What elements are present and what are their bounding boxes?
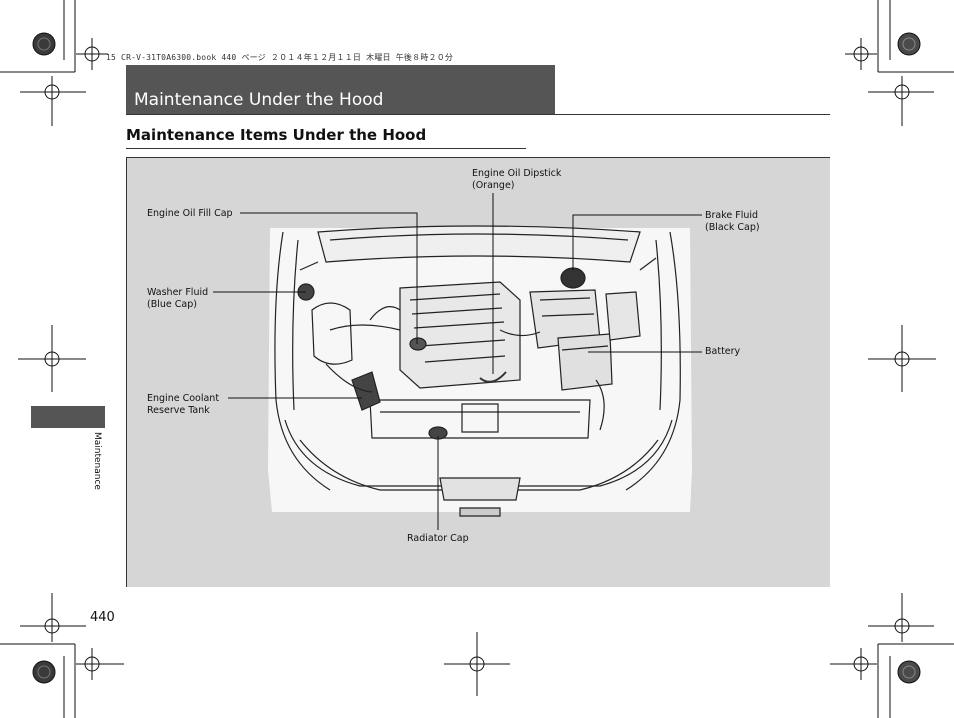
page-title: Maintenance Under the Hood [134,90,384,110]
callout-radiator-cap: Radiator Cap [407,533,469,544]
callout-line: Engine Oil Dipstick [472,168,562,179]
color-registration-circle-icon [32,32,56,56]
color-registration-circle-icon [897,660,921,684]
callout-line: (Black Cap) [705,222,760,233]
crop-registration-mark-icon [18,325,86,392]
side-tab [31,406,105,428]
callout-engine-coolant-reserve-tank: Engine Coolant Reserve Tank [147,393,219,417]
crop-registration-mark-icon [868,325,936,392]
print-header: 15 CR-V-31T0A6300.book 440 ページ ２０１４年１２月１… [106,53,454,62]
crop-registration-mark-icon [0,0,108,126]
callout-line: (Orange) [472,180,515,191]
color-registration-circle-icon [32,660,56,684]
callout-engine-oil-dipstick: Engine Oil Dipstick (Orange) [472,168,561,192]
section-rule [126,148,526,149]
leader-engine-oil-fill-cap [240,212,418,344]
page-number: 440 [90,610,115,625]
title-band [126,65,555,115]
crop-registration-mark-icon [444,632,510,696]
crop-registration-mark-icon [0,593,124,718]
callout-line: (Blue Cap) [147,299,197,310]
callout-washer-fluid: Washer Fluid (Blue Cap) [147,287,208,311]
callout-engine-oil-fill-cap: Engine Oil Fill Cap [147,208,233,219]
callout-brake-fluid: Brake Fluid (Black Cap) [705,210,760,234]
callout-line: Reserve Tank [147,405,210,416]
crop-registration-mark-icon [845,0,954,126]
callout-line: Washer Fluid [147,287,209,298]
side-tab-label: Maintenance [92,432,102,490]
callout-line: Engine Coolant [147,393,220,404]
crop-registration-mark-icon [830,593,954,718]
leader-brake-fluid [572,214,702,270]
color-registration-circle-icon [897,32,921,56]
callout-line: Brake Fluid [705,210,759,221]
section-title: Maintenance Items Under the Hood [126,126,427,144]
callout-battery: Battery [705,346,741,357]
title-rule [126,114,830,115]
